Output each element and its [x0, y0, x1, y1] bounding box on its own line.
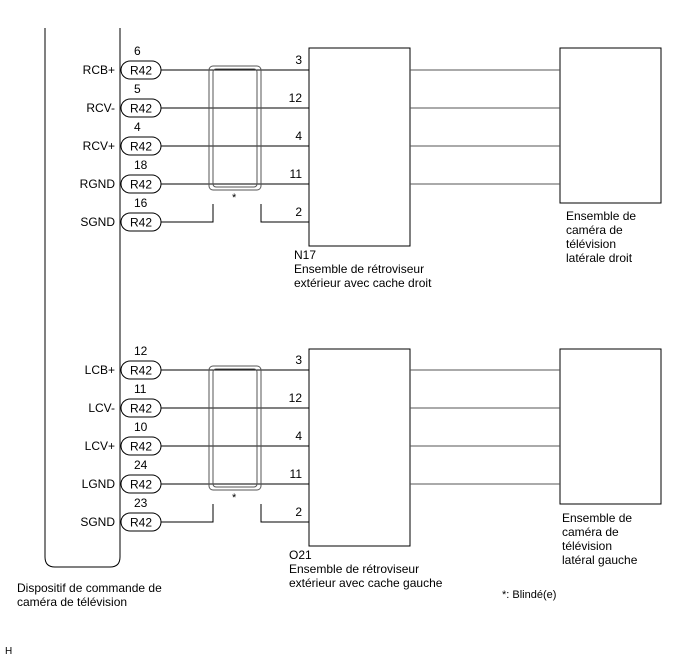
- right-ecu-signal-label: RCB+: [83, 63, 115, 77]
- ecu-label-line1: Dispositif de commande de: [17, 581, 162, 595]
- right-mirror-pin-number: 12: [289, 91, 303, 105]
- left-mirror-code: O21: [289, 548, 312, 562]
- left-camera-label-2: caméra de: [562, 525, 619, 539]
- left-connector-code: R42: [130, 478, 152, 492]
- left-shield-mark: *: [232, 492, 237, 504]
- right-connector-code: R42: [130, 64, 152, 78]
- left-camera-label-4: latéral gauche: [562, 553, 638, 567]
- left-ecu-signal-label: LCV+: [85, 439, 115, 453]
- right-connector-code: R42: [130, 216, 152, 230]
- left-ecu-pin-number: 23: [134, 496, 148, 510]
- left-drain-wire-ecu: [161, 504, 214, 523]
- left-connector-code: R42: [130, 440, 152, 454]
- left-mirror-pin-number: 2: [295, 505, 302, 519]
- left-ecu-pin-number: 10: [134, 420, 148, 434]
- right-connector-code: R42: [130, 140, 152, 154]
- ecu-body: [44, 28, 121, 568]
- left-mirror-pin-number: 4: [295, 429, 302, 443]
- right-shield-inner: [212, 68, 258, 188]
- legend-shielded: *: Blindé(e): [502, 589, 556, 601]
- right-camera-label-2: caméra de: [566, 223, 623, 237]
- left-mirror-pin-number: 12: [289, 391, 303, 405]
- left-camera-label-1: Ensemble de: [562, 511, 632, 525]
- right-shield-mark: *: [232, 192, 237, 204]
- right-mirror-box[interactable]: [308, 47, 411, 247]
- right-camera-label-1: Ensemble de: [566, 209, 636, 223]
- left-camera-label-3: télévision: [562, 539, 612, 553]
- right-connector-code: R42: [130, 102, 152, 116]
- right-ecu-signal-label: RGND: [80, 177, 116, 191]
- left-connector-code: R42: [130, 402, 152, 416]
- left-mirror-label-line2: extérieur avec cache gauche: [289, 576, 443, 590]
- right-camera-label-3: télévision: [566, 237, 616, 251]
- right-mirror-pin-number: 3: [295, 53, 302, 67]
- left-ecu-signal-label: LGND: [82, 477, 116, 491]
- ecu-label-line2: caméra de télévision: [17, 595, 127, 609]
- left-ecu-pin-number: 12: [134, 344, 148, 358]
- left-camera-box[interactable]: [559, 348, 662, 505]
- right-mirror-pin-number: 4: [295, 129, 302, 143]
- left-ecu-signal-label: LCV-: [88, 401, 115, 415]
- left-ecu-signal-label: LCB+: [85, 363, 115, 377]
- right-mirror-code: N17: [294, 248, 316, 262]
- right-ecu-signal-label: SGND: [80, 215, 115, 229]
- right-shield: [208, 65, 262, 191]
- left-shield: [208, 365, 262, 491]
- right-ecu-signal-label: RCV-: [86, 101, 115, 115]
- right-camera-label-4: latérale droit: [566, 251, 633, 265]
- left-camera-group: LCB+12R423LCB+LCV-11R4212LCV-LCV+10R424L…: [80, 344, 662, 590]
- left-mirror-box[interactable]: [308, 348, 411, 547]
- right-ecu-pin-number: 5: [134, 82, 141, 96]
- right-camera-box[interactable]: [559, 47, 662, 204]
- left-ecu-signal-label: SGND: [80, 515, 115, 529]
- right-drain-wire-mirror: [260, 204, 309, 223]
- right-drain-wire-ecu: [161, 204, 214, 223]
- left-mirror-pin-number: 11: [290, 467, 303, 481]
- right-mirror-pin-number: 2: [295, 205, 302, 219]
- left-shield-inner: [212, 368, 258, 488]
- corner-mark: H: [5, 646, 12, 657]
- right-ecu-signal-label: RCV+: [83, 139, 115, 153]
- right-connector-code: R42: [130, 178, 152, 192]
- left-connector-code: R42: [130, 516, 152, 530]
- right-ecu-pin-number: 4: [134, 120, 141, 134]
- right-ecu-pin-number: 18: [134, 158, 148, 172]
- right-wire-rows: RCB+6R423RCB+RCV-5R4212RCV-RCV+4R424RCV+…: [80, 44, 350, 232]
- right-mirror-pin-number: 11: [290, 167, 303, 181]
- right-mirror-label-line1: Ensemble de rétroviseur: [294, 262, 424, 276]
- right-camera-group: RCB+6R423RCB+RCV-5R4212RCV-RCV+4R424RCV+…: [80, 44, 662, 290]
- left-mirror-pin-number: 3: [295, 353, 302, 367]
- left-drain-wire-mirror: [260, 504, 309, 523]
- right-ecu-pin-number: 16: [134, 196, 148, 210]
- left-mirror-label-line1: Ensemble de rétroviseur: [289, 562, 419, 576]
- left-connector-code: R42: [130, 364, 152, 378]
- left-ecu-pin-number: 24: [134, 458, 148, 472]
- right-mirror-label-line2: extérieur avec cache droit: [294, 276, 432, 290]
- left-ecu-pin-number: 11: [134, 382, 147, 396]
- right-ecu-pin-number: 6: [134, 44, 141, 58]
